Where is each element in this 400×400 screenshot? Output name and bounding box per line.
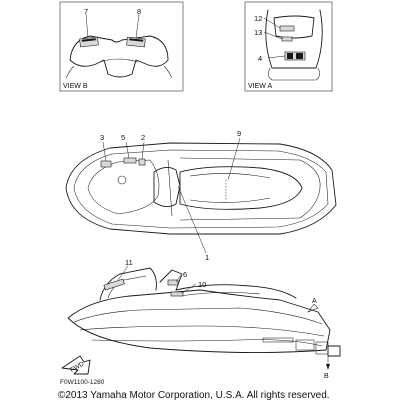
diagram-code: F0W1100-1280 <box>60 379 105 386</box>
callout-2: 2 <box>141 133 145 142</box>
label-3-decal <box>100 160 112 168</box>
callout-7: 7 <box>84 7 88 16</box>
fwd-label: FWD <box>69 360 86 374</box>
label-13-decal <box>281 36 293 42</box>
callout-9: 9 <box>237 129 241 138</box>
label-11-decal <box>103 278 125 291</box>
view-a-outline <box>265 9 323 69</box>
view-b-label: VIEW B <box>63 83 88 90</box>
view-a-arrow <box>307 303 319 313</box>
callout-11: 11 <box>125 258 133 267</box>
label-10-decal <box>170 291 184 297</box>
view-b-marker: B <box>324 373 329 380</box>
seat <box>179 166 303 210</box>
view-b-arrow <box>326 364 330 370</box>
view-b-outline <box>69 35 169 61</box>
callout-13: 13 <box>254 28 262 37</box>
callout-1: 1 <box>205 253 209 262</box>
callout-10: 10 <box>198 280 206 289</box>
callout-6: 6 <box>183 270 187 279</box>
copyright-text: ©2013 Yamaha Motor Corporation, U.S.A. A… <box>58 390 330 400</box>
forward-arrow: FWD <box>61 355 91 375</box>
callout-4: 4 <box>258 54 262 63</box>
callout-3: 3 <box>100 133 104 142</box>
view-a-marker: A <box>312 298 317 305</box>
front-cowl <box>99 267 157 301</box>
label-5-decal <box>123 157 137 164</box>
hull-top-outline <box>65 142 337 235</box>
label-2-decal <box>138 158 146 166</box>
view-b-frame <box>59 1 184 92</box>
callout-12: 12 <box>254 14 262 23</box>
top-view-watercraft: 3 5 2 9 1 <box>65 129 337 262</box>
label-12-decal <box>279 25 295 32</box>
callout-5: 5 <box>121 133 125 142</box>
view-a-panel: 12 13 4 VIEW A <box>244 1 333 92</box>
stern-nozzle <box>327 345 341 357</box>
view-b-panel: 7 8 VIEW B <box>59 1 184 92</box>
view-a-frame <box>244 1 333 92</box>
label-6-decal <box>167 279 179 286</box>
callout-8: 8 <box>137 7 141 16</box>
hull-side-outline <box>67 289 331 354</box>
side-view-watercraft: 11 6 10 A B <box>67 258 341 380</box>
view-a-label: VIEW A <box>248 83 272 90</box>
